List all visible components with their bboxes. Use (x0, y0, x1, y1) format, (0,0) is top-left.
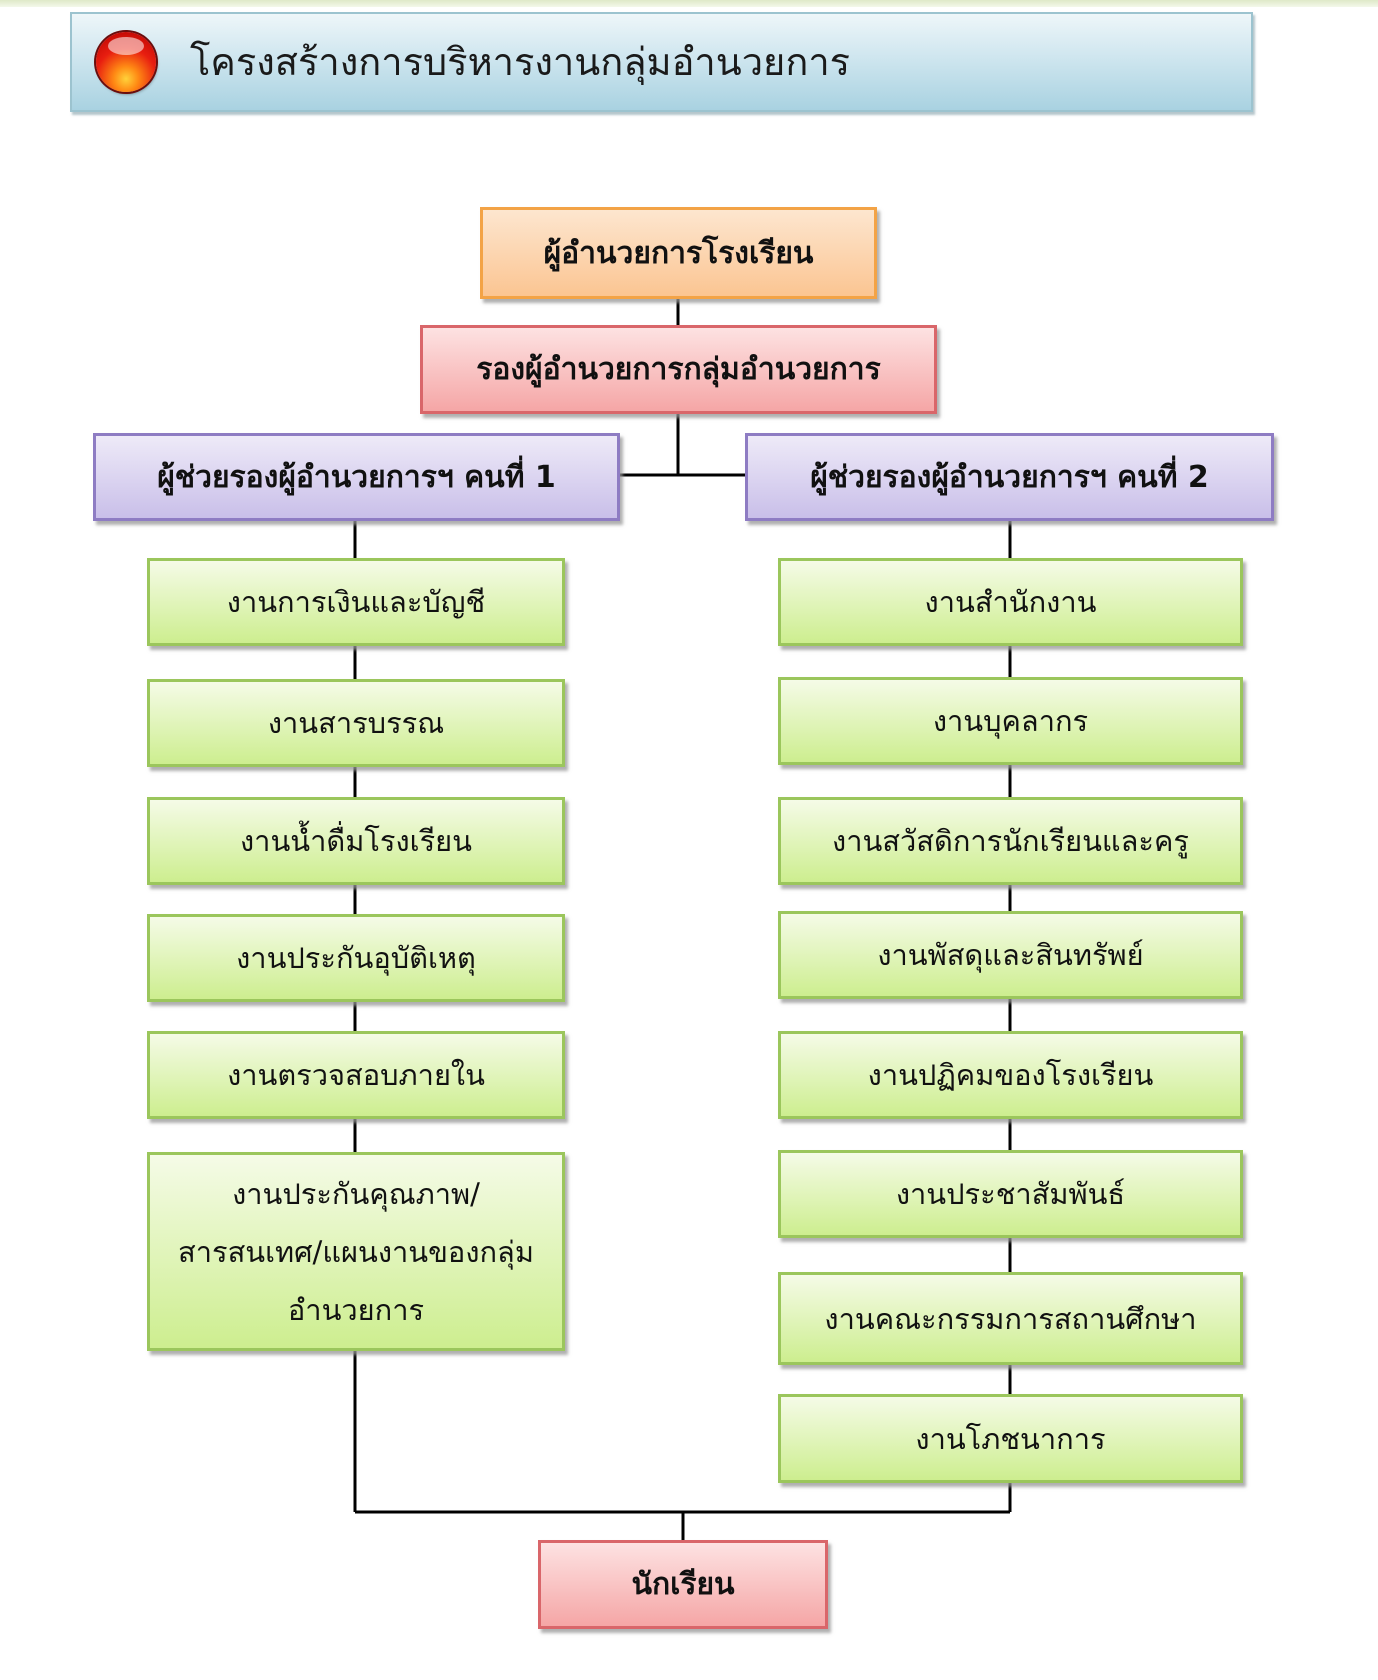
right-task-welfare: งานสวัสดิการนักเรียนและครู (778, 797, 1243, 885)
node-assistant-2: ผู้ช่วยรองผู้อำนวยการฯ คนที่ 2 (745, 433, 1274, 521)
node-students-label: นักเรียน (631, 1567, 735, 1602)
node-director-label: ผู้อำนวยการโรงเรียน (543, 235, 814, 271)
node-deputy-label: รองผู้อำนวยการกลุ่มอำนวยการ (476, 352, 881, 387)
right-task-label: งานพัสดุและสินทรัพย์ (877, 938, 1144, 972)
right-task-school-board: งานคณะกรรมการสถานศึกษา (778, 1272, 1243, 1365)
node-assistant-2-label: ผู้ช่วยรองผู้อำนวยการฯ คนที่ 2 (810, 459, 1209, 495)
left-task-correspondence: งานสารบรรณ (147, 679, 565, 767)
right-task-supplies-assets: งานพัสดุและสินทรัพย์ (778, 911, 1243, 999)
left-task-label: งานประกันอุบัติเหตุ (236, 941, 476, 975)
node-assistant-1-label: ผู้ช่วยรองผู้อำนวยการฯ คนที่ 1 (157, 459, 556, 495)
left-task-label-line-2: สารสนเทศ/แผนงานของกลุ่ม (178, 1234, 534, 1269)
right-task-label: งานปฏิคมของโรงเรียน (867, 1058, 1154, 1092)
node-students: นักเรียน (538, 1540, 828, 1629)
left-task-accident-insurance: งานประกันอุบัติเหตุ (147, 914, 565, 1002)
right-task-label: งานโภชนาการ (915, 1421, 1106, 1456)
left-task-finance: งานการเงินและบัญชี (147, 558, 565, 646)
node-director: ผู้อำนวยการโรงเรียน (480, 207, 877, 299)
right-task-public-relations: งานประชาสัมพันธ์ (778, 1150, 1243, 1238)
node-deputy: รองผู้อำนวยการกลุ่มอำนวยการ (420, 325, 937, 414)
right-task-label: งานบุคลากร (932, 704, 1089, 738)
page-title: โครงสร้างการบริหารงานกลุ่มอำนวยการ (190, 40, 851, 84)
right-task-label: งานสำนักงาน (924, 585, 1097, 619)
left-task-label-line-3: อำนวยการ (287, 1292, 425, 1327)
top-decoration-strip (0, 0, 1378, 7)
left-task-label: งานน้ำดื่มโรงเรียน (240, 824, 472, 858)
left-task-label: งานการเงินและบัญชี (226, 585, 486, 619)
left-task-internal-audit: งานตรวจสอบภายใน (147, 1031, 565, 1119)
right-task-office: งานสำนักงาน (778, 558, 1243, 646)
left-task-label-line-1: งานประกันคุณภาพ/ (232, 1176, 480, 1211)
header-banner: โครงสร้างการบริหารงานกลุ่มอำนวยการ (70, 12, 1253, 112)
right-task-personnel: งานบุคลากร (778, 677, 1243, 765)
right-task-reception: งานปฏิคมของโรงเรียน (778, 1031, 1243, 1119)
red-bullet-icon (96, 32, 156, 92)
left-task-drinking-water: งานน้ำดื่มโรงเรียน (147, 797, 565, 885)
left-task-label: งานสารบรรณ (267, 706, 445, 740)
node-assistant-1: ผู้ช่วยรองผู้อำนวยการฯ คนที่ 1 (93, 433, 620, 521)
left-task-label: งานตรวจสอบภายใน (227, 1058, 485, 1092)
right-task-nutrition: งานโภชนาการ (778, 1394, 1243, 1483)
right-task-label: งานประชาสัมพันธ์ (895, 1177, 1126, 1211)
right-task-label: งานสวัสดิการนักเรียนและครู (832, 824, 1189, 858)
right-task-label: งานคณะกรรมการสถานศึกษา (824, 1301, 1197, 1336)
left-task-quality-assurance: งานประกันคุณภาพ/ สารสนเทศ/แผนงานของกลุ่ม… (147, 1152, 565, 1351)
